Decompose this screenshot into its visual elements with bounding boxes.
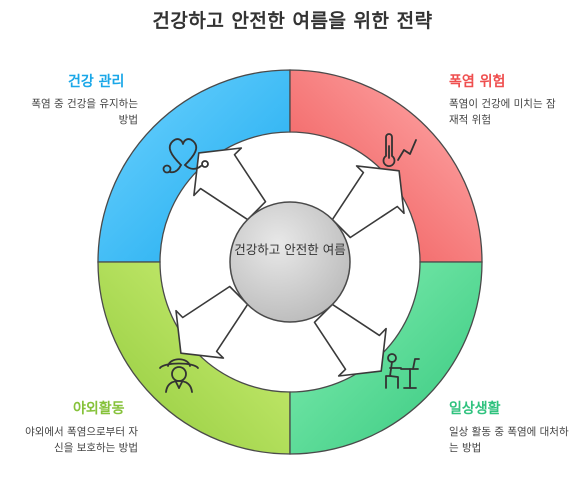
health-description: 폭염 중 건강을 유지하는 방법 <box>31 98 138 126</box>
daily-description: 일상 활동 중 폭염에 대처하는 방법 <box>449 426 569 454</box>
quadrant-daily <box>289 261 483 455</box>
outdoor-title: 야외활동 <box>73 401 125 417</box>
person-desk-icon <box>385 353 420 389</box>
arrow-risk <box>331 165 405 239</box>
heart-stethoscope-icon <box>162 138 209 174</box>
center-label: 건강하고 안전한 여름 <box>234 242 346 257</box>
quadrant-outdoor <box>97 261 291 455</box>
arrow-daily <box>313 303 387 377</box>
farmer-hat-icon <box>159 358 199 393</box>
quadrant-health <box>97 69 291 263</box>
center-circle <box>229 201 351 323</box>
daily-title: 일상생활 <box>449 401 501 417</box>
page-title: 건강하고 안전한 여름을 위한 전략 <box>152 10 433 32</box>
risk-description: 폭염이 건강에 미치는 잠재적 위험 <box>449 98 556 126</box>
thermometer-rising-icon <box>382 133 417 167</box>
health-title: 건강 관리 <box>68 74 125 90</box>
arrow-outdoor <box>175 285 249 359</box>
arrow-health <box>193 147 267 221</box>
risk-title: 폭염 위험 <box>449 74 506 90</box>
outdoor-description: 야외에서 폭염으로부터 자신을 보호하는 방법 <box>25 426 138 454</box>
